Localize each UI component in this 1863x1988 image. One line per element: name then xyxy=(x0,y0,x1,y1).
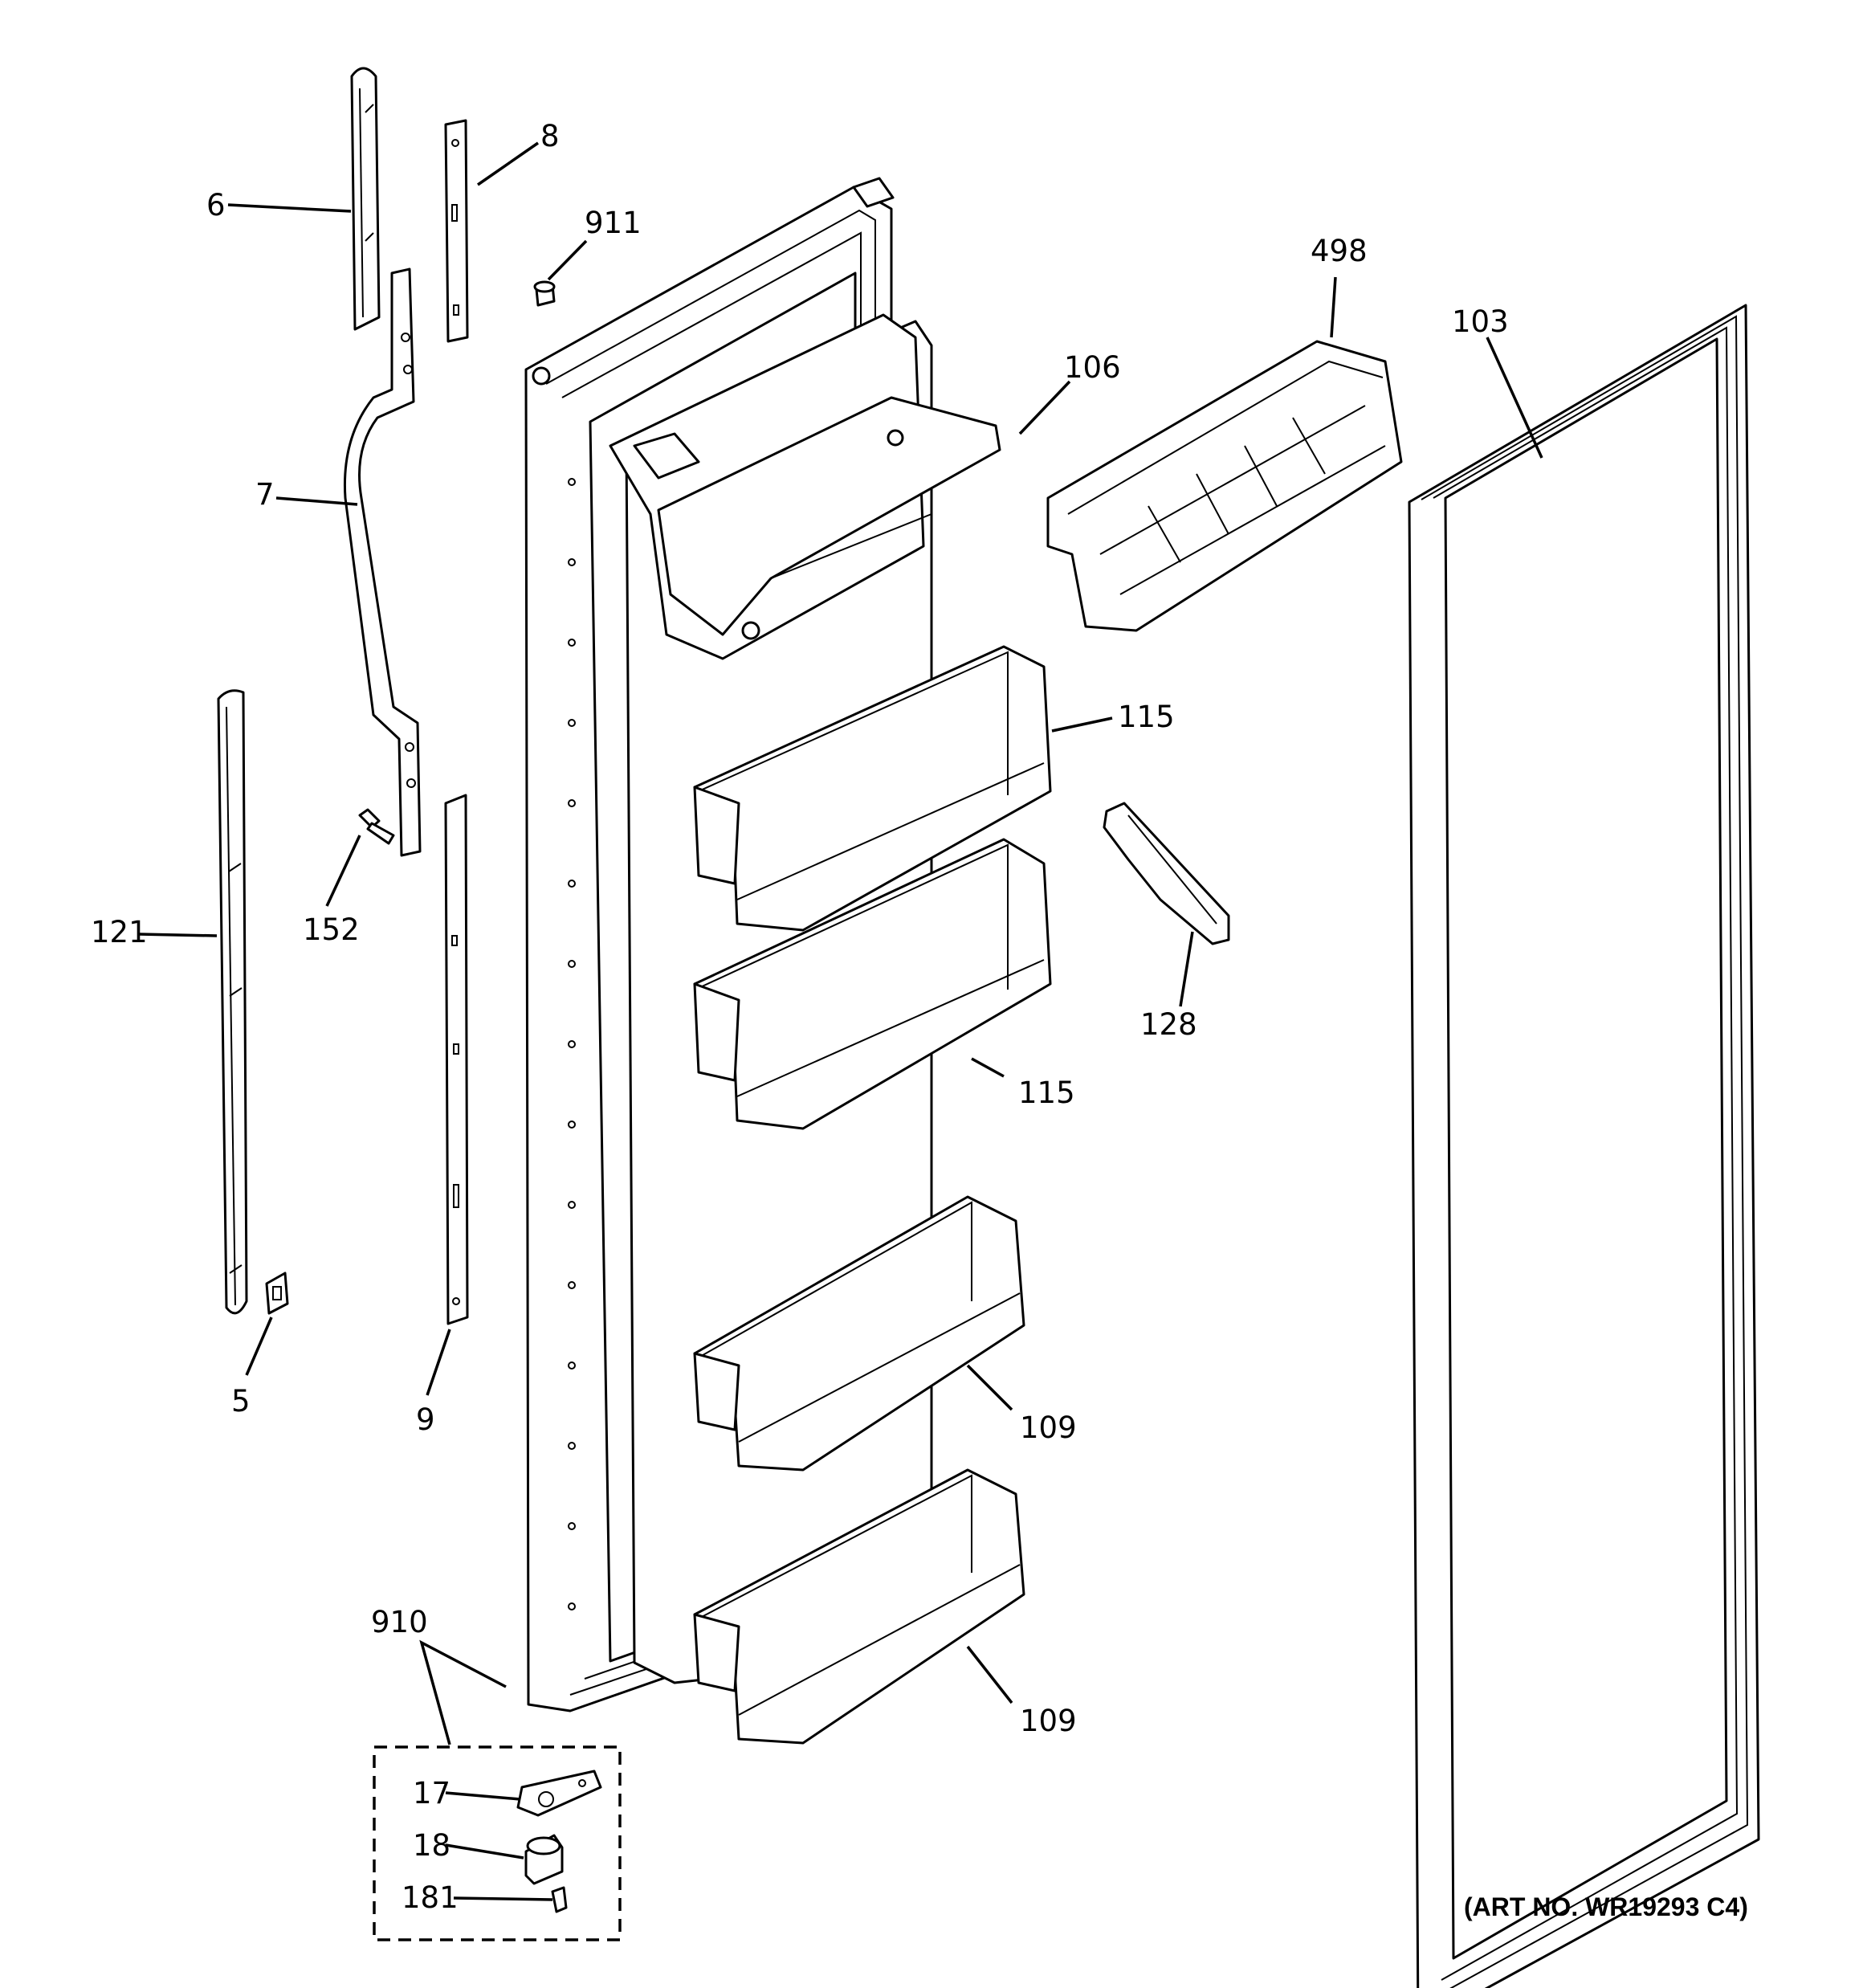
leader-911 xyxy=(547,239,588,281)
callout-109-lower: 109 xyxy=(1020,1704,1077,1738)
leader-109b xyxy=(966,1645,1013,1704)
callout-106: 106 xyxy=(1064,350,1121,385)
leader-181 xyxy=(453,1896,553,1901)
leader-6 xyxy=(227,203,352,213)
callout-911: 911 xyxy=(585,206,642,240)
callout-7: 7 xyxy=(255,477,275,512)
hinge-kit xyxy=(373,1745,622,1941)
trim-strip-bottom xyxy=(444,794,469,1325)
handle-trim-bottom xyxy=(217,689,248,1315)
door-bin-109-upper xyxy=(693,1195,1025,1472)
door-bin-109-lower xyxy=(693,1468,1025,1745)
callout-5: 5 xyxy=(231,1384,251,1419)
callout-17: 17 xyxy=(413,1776,450,1810)
egg-tray xyxy=(1046,340,1403,632)
callout-labels: 6 8 911 498 103 106 7 115 128 152 121 11… xyxy=(91,119,1509,1915)
callout-6: 6 xyxy=(206,188,226,222)
door-handle xyxy=(343,267,422,857)
end-cap-clip xyxy=(265,1272,289,1315)
bottle-divider xyxy=(1103,802,1230,945)
callout-8: 8 xyxy=(540,119,560,153)
door-edge-holes xyxy=(568,478,576,1610)
handle-trim-top xyxy=(350,67,381,331)
leader-128 xyxy=(1179,931,1194,1007)
leader-5 xyxy=(245,1316,273,1376)
leader-115b xyxy=(971,1057,1005,1078)
hinge-kit-box xyxy=(373,1745,622,1941)
door-bin-115-upper xyxy=(693,645,1052,932)
leader-103 xyxy=(1486,337,1543,459)
callout-9: 9 xyxy=(416,1402,435,1437)
callout-103: 103 xyxy=(1452,304,1509,339)
callout-498: 498 xyxy=(1311,234,1368,268)
hinge-screw xyxy=(551,1886,568,1913)
leader-910 xyxy=(419,1639,507,1745)
callout-115-lower: 115 xyxy=(1018,1076,1075,1110)
callout-18: 18 xyxy=(413,1828,450,1863)
leader-121 xyxy=(138,933,218,937)
door-bin-115-lower xyxy=(693,838,1052,1130)
hole-plug xyxy=(533,280,556,307)
leader-8 xyxy=(477,141,539,186)
screw-152 xyxy=(358,808,395,845)
leader-lines xyxy=(138,141,1543,1901)
leader-152 xyxy=(325,835,361,907)
callout-128: 128 xyxy=(1140,1007,1197,1042)
leader-9 xyxy=(426,1329,451,1396)
leader-106 xyxy=(1018,380,1071,435)
callout-910: 910 xyxy=(371,1605,428,1639)
callout-152: 152 xyxy=(303,912,360,947)
door-gasket xyxy=(1408,304,1760,1988)
leader-498 xyxy=(1330,276,1337,338)
callout-121: 121 xyxy=(91,915,148,949)
callout-115-upper: 115 xyxy=(1118,700,1175,734)
hinge-bracket xyxy=(516,1770,602,1817)
leader-115a xyxy=(1051,716,1113,733)
callout-181: 181 xyxy=(402,1880,459,1915)
callout-109-upper: 109 xyxy=(1020,1410,1077,1445)
leader-109a xyxy=(966,1364,1013,1411)
leader-17 xyxy=(445,1791,521,1801)
dairy-compartment xyxy=(609,313,1001,660)
leader-18 xyxy=(445,1843,524,1859)
leader-7 xyxy=(275,496,358,506)
art-number: (ART NO. WR19293 C4) xyxy=(1464,1892,1748,1921)
trim-strip-top xyxy=(444,119,469,343)
